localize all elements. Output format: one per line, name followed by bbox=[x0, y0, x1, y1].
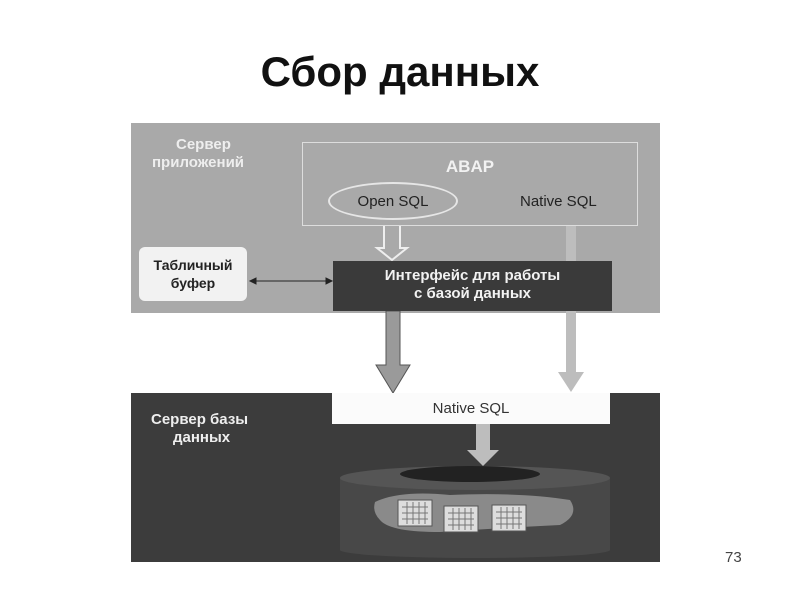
open-sql-arrow-icon bbox=[374, 226, 410, 262]
abap-box bbox=[302, 142, 638, 226]
label-line: данных bbox=[173, 429, 231, 446]
open-sql-ellipse: Open SQL bbox=[328, 182, 458, 220]
label-line: приложений bbox=[152, 154, 245, 171]
label-line: с базой данных bbox=[413, 285, 532, 302]
abap-title: ABAP bbox=[445, 157, 495, 176]
label-line: буфер bbox=[170, 275, 216, 291]
database-cylinder-icon bbox=[340, 466, 610, 558]
page-number: 73 bbox=[725, 549, 742, 566]
native-sql-db-label: Native SQL bbox=[432, 400, 510, 417]
buffer-interface-double-arrow-icon bbox=[248, 277, 334, 285]
native-sql-db-box: Native SQL bbox=[332, 393, 610, 424]
native-sql-label: Native SQL bbox=[520, 193, 597, 210]
application-server-label: Сервер приложений bbox=[152, 136, 244, 172]
label-line: Сервер bbox=[176, 136, 231, 153]
label-line: Интерфейс для работы bbox=[384, 267, 561, 284]
interface-to-db-arrow-icon bbox=[375, 310, 411, 394]
table-buffer-box: Табличный буфер bbox=[139, 247, 247, 301]
label-line: Табличный bbox=[153, 257, 233, 273]
database-interface-box: Интерфейс для работы с базой данных bbox=[333, 261, 612, 311]
slide-title: Сбор данных bbox=[260, 48, 540, 95]
open-sql-label: Open SQL bbox=[357, 192, 429, 210]
database-server-label: Сервер базы данных bbox=[151, 411, 248, 447]
native-to-database-arrow-icon bbox=[467, 424, 499, 466]
label-line: Сервер базы bbox=[151, 411, 249, 428]
